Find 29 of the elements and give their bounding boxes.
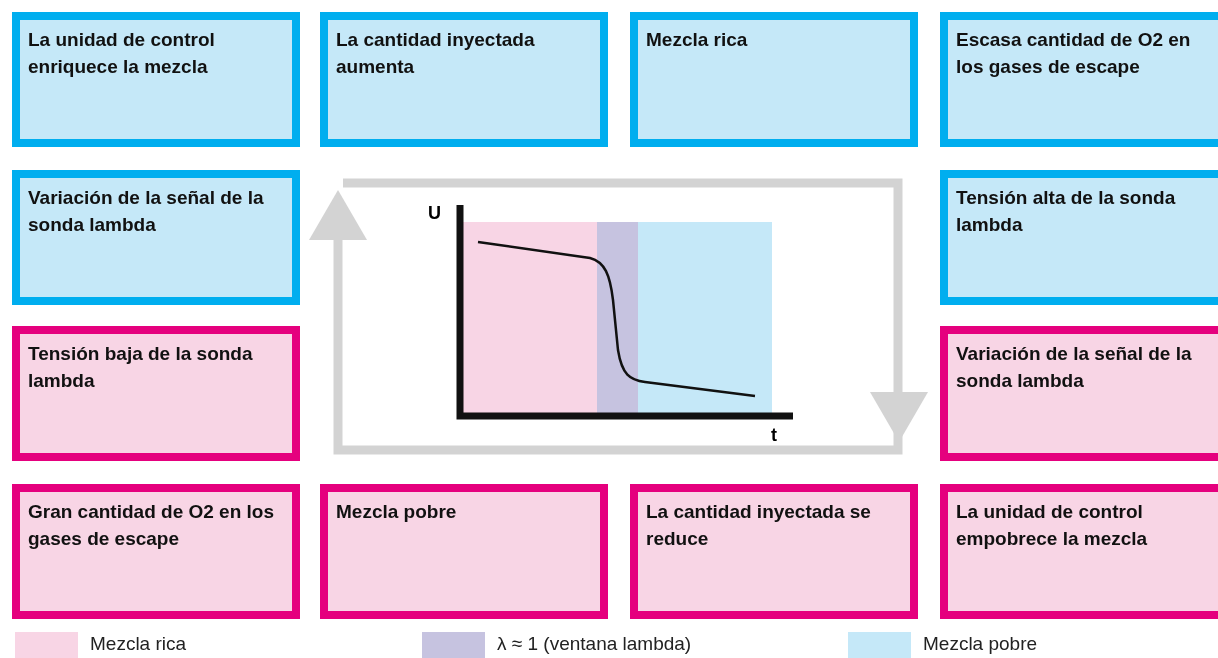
- info-box: [12, 170, 300, 305]
- box-text: Variación de la señal de la sonda lambda: [956, 342, 1193, 393]
- info-box: [320, 484, 608, 619]
- box-text: La unidad de control enriquece la mezcla: [28, 28, 216, 79]
- info-box: [630, 12, 918, 147]
- legend-label: Mezcla pobre: [923, 633, 1038, 655]
- axis-label: t: [771, 425, 777, 446]
- info-box: [12, 484, 300, 619]
- info-box: [320, 12, 608, 147]
- info-box: [940, 12, 1218, 147]
- axis-label: U: [428, 203, 441, 224]
- info-box: [940, 170, 1218, 305]
- box-text: Mezcla pobre: [336, 500, 458, 524]
- box-text: La unidad de control empobrece la mezcla: [956, 500, 1149, 551]
- info-box: [940, 484, 1218, 619]
- info-box: [630, 484, 918, 619]
- info-box: [12, 12, 300, 147]
- box-text: Tensión alta de la sonda lambda: [956, 186, 1177, 237]
- info-box: [940, 326, 1218, 461]
- box-text: La cantidad inyectada se reduce: [646, 500, 872, 551]
- box-text: Escasa cantidad de O2 en los gases de escape: [956, 28, 1192, 79]
- box-text: Variación de la señal de la sonda lambda: [28, 186, 265, 237]
- box-text: La cantidad inyectada aumenta: [336, 28, 536, 79]
- info-box: [12, 326, 300, 461]
- legend-label: Mezcla rica: [90, 633, 187, 655]
- box-text: Tensión baja de la sonda lambda: [28, 342, 254, 393]
- box-text: Mezcla rica: [646, 28, 749, 52]
- box-text: Gran cantidad de O2 en los gases de escape: [28, 500, 275, 551]
- legend-label: λ ≈ 1 (ventana lambda): [497, 633, 692, 655]
